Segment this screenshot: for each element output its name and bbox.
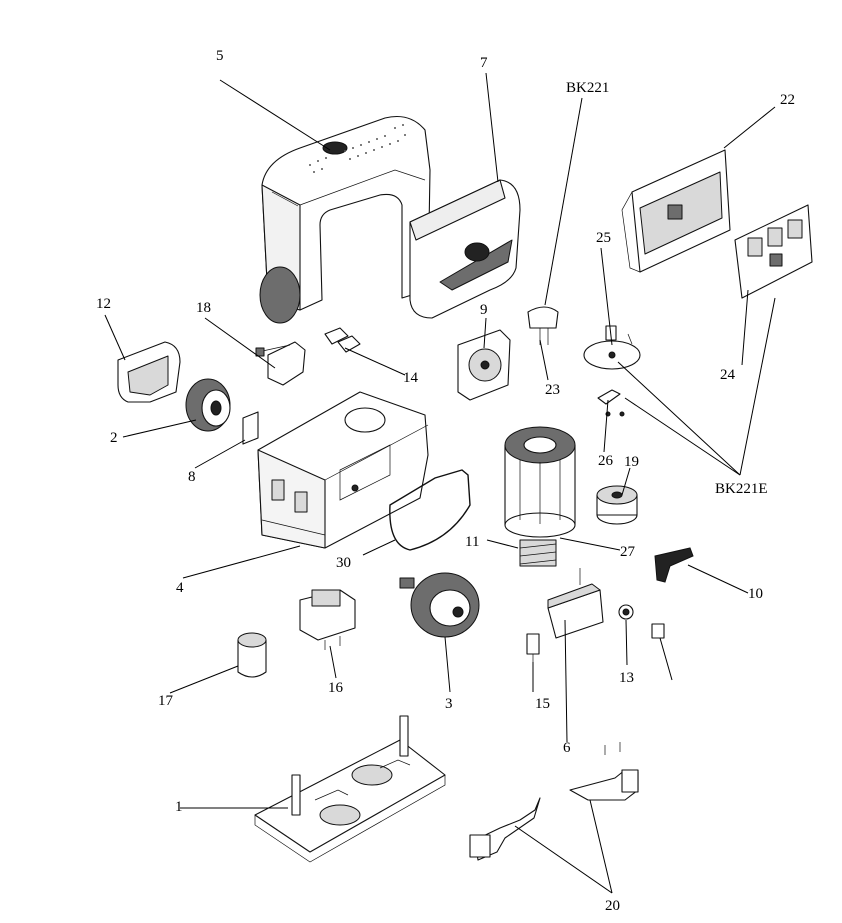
callout-3: 3 [445, 696, 453, 712]
callout-30: 30 [336, 555, 351, 571]
callout-8: 8 [188, 469, 196, 485]
part-cover [259, 115, 431, 324]
part-pcb-24 [734, 204, 813, 299]
callout-13: 13 [619, 670, 634, 686]
callout-7: 7 [480, 55, 488, 71]
part-motor [504, 426, 576, 538]
callout-5: 5 [216, 48, 224, 64]
part-pcb-22 [621, 149, 731, 273]
part-fan [457, 329, 511, 401]
part-capacitor [237, 632, 267, 678]
part-brackets [469, 742, 639, 861]
part-gear [185, 378, 231, 432]
callout-16: 16 [328, 680, 344, 696]
part-base-plate [254, 715, 446, 863]
part-cap [117, 341, 181, 403]
callout-12: 12 [96, 296, 111, 312]
callout-15: 15 [535, 696, 550, 712]
part-disk [583, 325, 641, 370]
callout-20: 20 [605, 898, 620, 914]
leader-lines [104, 72, 776, 894]
callout-bk221: BK221 [566, 80, 609, 96]
part-8 [242, 411, 259, 445]
callout-22: 22 [780, 92, 795, 108]
part-26 [597, 389, 625, 417]
part-worm [519, 539, 557, 567]
callout-10: 10 [748, 586, 763, 602]
part-pulley [596, 485, 638, 525]
part-10 [654, 547, 694, 583]
part-6 [547, 568, 604, 639]
part-18 [255, 341, 306, 386]
part-gasket [389, 469, 471, 551]
callout-14: 14 [403, 370, 419, 386]
callout-18: 18 [196, 300, 211, 316]
part-13 [618, 604, 665, 639]
callout-27: 27 [620, 544, 636, 560]
callout-23: 23 [545, 382, 560, 398]
cover-vent-dots [309, 124, 406, 173]
cover-logo-icon [322, 141, 348, 155]
part-23 [527, 306, 559, 345]
callout-11: 11 [465, 534, 479, 550]
callout-2: 2 [110, 430, 118, 446]
part-side-cover [409, 179, 521, 319]
callout-26: 26 [598, 453, 614, 469]
side-cover-logo-icon [464, 242, 490, 262]
callout-19: 19 [624, 454, 639, 470]
callout-17: 17 [158, 693, 174, 709]
callout-9: 9 [480, 302, 488, 318]
callout-1: 1 [175, 799, 183, 815]
callout-25: 25 [596, 230, 611, 246]
callout-6: 6 [563, 740, 571, 756]
part-gear-wheel [399, 572, 480, 638]
callout-bk221e: BK221E [715, 481, 768, 497]
part-housing [257, 391, 429, 549]
callout-4: 4 [176, 580, 184, 596]
part-15 [526, 633, 540, 668]
callout-labels: 5 7 BK221 22 25 12 18 9 14 23 24 2 8 26 … [96, 48, 795, 914]
part-14 [324, 327, 361, 353]
cover-grill-icon [259, 266, 301, 324]
part-transformer [299, 589, 356, 650]
callout-24: 24 [720, 367, 736, 383]
